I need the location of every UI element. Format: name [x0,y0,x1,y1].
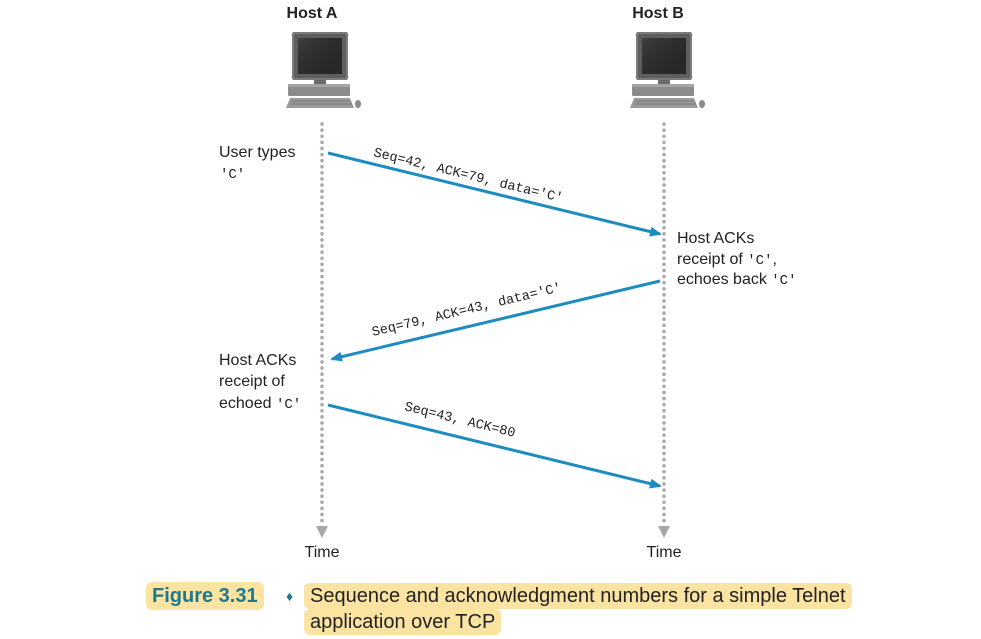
host-b-time-label: Time [647,544,682,561]
host-a-ack-line2: receipt of [219,373,285,390]
caption-text-line1: Sequence and acknowledgment numbers for … [304,583,852,609]
segment-1-label: Seq=42, ACK=79, data='C' [372,146,564,207]
figure-number-tag: Figure 3.31 [146,582,264,610]
host-a-ack-line1: Host ACKs [219,352,296,369]
host-a-time-label: Time [305,544,340,561]
host-b-ack-line2: receipt of 'C', [677,251,777,269]
host-b-computer-icon [629,31,706,109]
host-b-ack-line3: echoes back 'C' [677,271,797,289]
user-types-char: 'C' [220,167,245,183]
host-a-ack-line3: echoed 'C' [219,395,301,413]
host-a-computer-icon [285,31,362,109]
host-b-label: Host B [632,5,684,22]
telnet-tcp-sequence-diagram: Host A Host B User types 'C' Host ACKs r… [219,5,797,561]
caption-text-line2: application over TCP [304,609,502,635]
user-types-label: User types [219,144,295,161]
segment-3-arrow [327,403,662,489]
segment-2-arrow [330,279,661,362]
host-b-time-arrowhead [658,526,670,538]
host-b-ack-line1: Host ACKs [677,230,754,247]
host-a-label: Host A [287,5,338,22]
segment-1-arrow [327,151,662,237]
segment-3-label: Seq=43, ACK=80 [403,400,517,441]
caption-separator-icon: ♦ [286,588,294,604]
figure-caption: Figure 3.31 ♦ Sequence and acknowledgmen… [146,578,886,638]
host-a-time-arrowhead [316,526,328,538]
